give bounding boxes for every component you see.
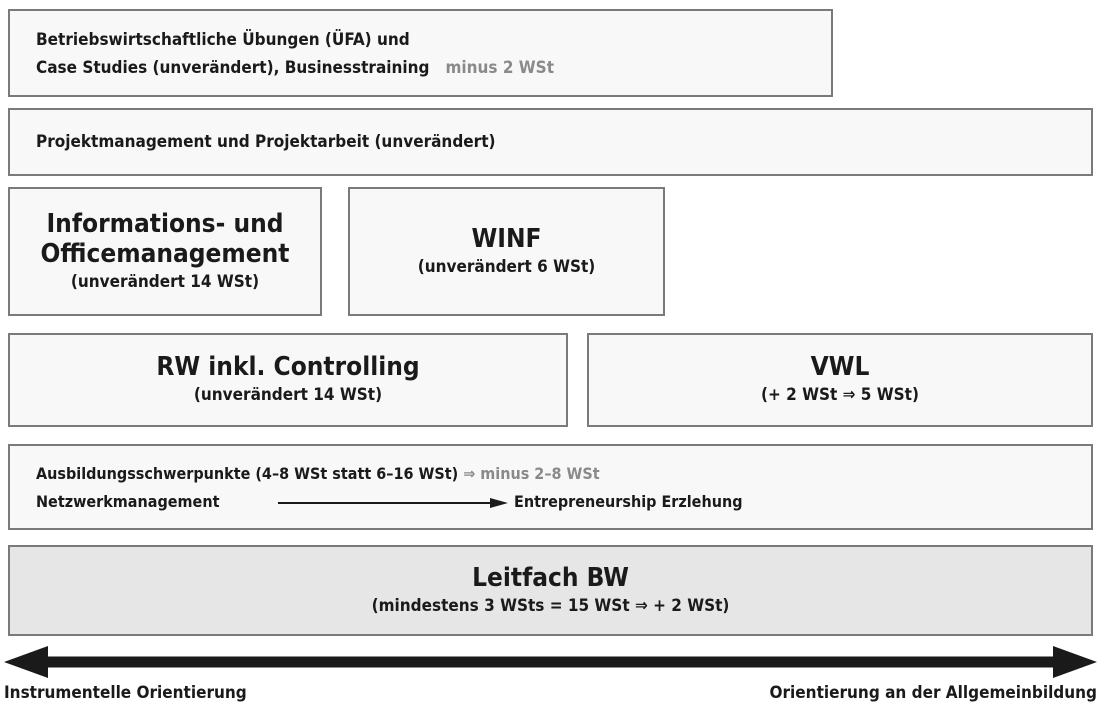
orientation-axis-arrow <box>4 646 1097 678</box>
leitfach-sub: (mindestens 3 WSts = 15 WSt ⇒ + 2 WSt) <box>371 595 730 616</box>
box-ausbildungsschwerpunkte: Ausbildungsschwerpunkte (4–8 WSt statt 6… <box>8 444 1093 530</box>
box-vwl: VWL (+ 2 WSt ⇒ 5 WSt) <box>587 333 1093 427</box>
ausbildung-note: ⇒ minus 2–8 WSt <box>463 464 600 483</box>
rw-sub: (unverändert 14 WSt) <box>193 385 383 405</box>
box-rw-controlling: RW inkl. Controlling (unverändert 14 WSt… <box>8 333 568 427</box>
uefa-note: minus 2 WSt <box>445 58 555 78</box>
leitfach-title: Leitfach BW <box>472 562 629 593</box>
axis-right-label: Orientierung an der Allgemeinbildung <box>769 683 1097 703</box>
axis-left-label: Instrumentelle Orientierung <box>4 683 247 703</box>
ausbildung-line-1: Ausbildungsschwerpunkte (4–8 WSt statt 6… <box>36 464 459 483</box>
box-leitfach-bw: Leitfach BW (mindestens 3 WSts = 15 WSt … <box>8 545 1093 636</box>
box-projektmanagement: Projektmanagement und Projektarbeit (unv… <box>8 108 1093 176</box>
projekt-text: Projektmanagement und Projektarbeit (unv… <box>36 132 496 152</box>
uefa-line-1: Betriebswirtschaftliche Übungen (ÜFA) un… <box>36 30 410 50</box>
progression-arrow <box>278 498 508 508</box>
box-winf: WINF (unverändert 6 WSt) <box>348 187 665 316</box>
info-title-line-2: Officemanagement <box>40 238 290 269</box>
vwl-title: VWL <box>810 352 870 382</box>
info-sub: (unverändert 14 WSt) <box>70 271 260 292</box>
box-uebungen-case-studies: Betriebswirtschaftliche Übungen (ÜFA) un… <box>8 9 833 97</box>
winf-title: WINF <box>471 223 542 254</box>
ausbildung-to: Entrepreneurship Erzlehung <box>514 492 743 511</box>
info-title-line-1: Informations- und <box>46 208 284 239</box>
winf-sub: (unverändert 6 WSt) <box>417 256 596 277</box>
rw-title: RW inkl. Controlling <box>156 352 420 382</box>
uefa-line-2: Case Studies (unverändert), Businesstrai… <box>36 58 430 78</box>
vwl-sub: (+ 2 WSt ⇒ 5 WSt) <box>761 385 919 405</box>
ausbildung-from: Netzwerkmanagement <box>36 492 220 511</box>
box-informationsmanagement: Informations- und Officemanagement (unve… <box>8 187 322 316</box>
